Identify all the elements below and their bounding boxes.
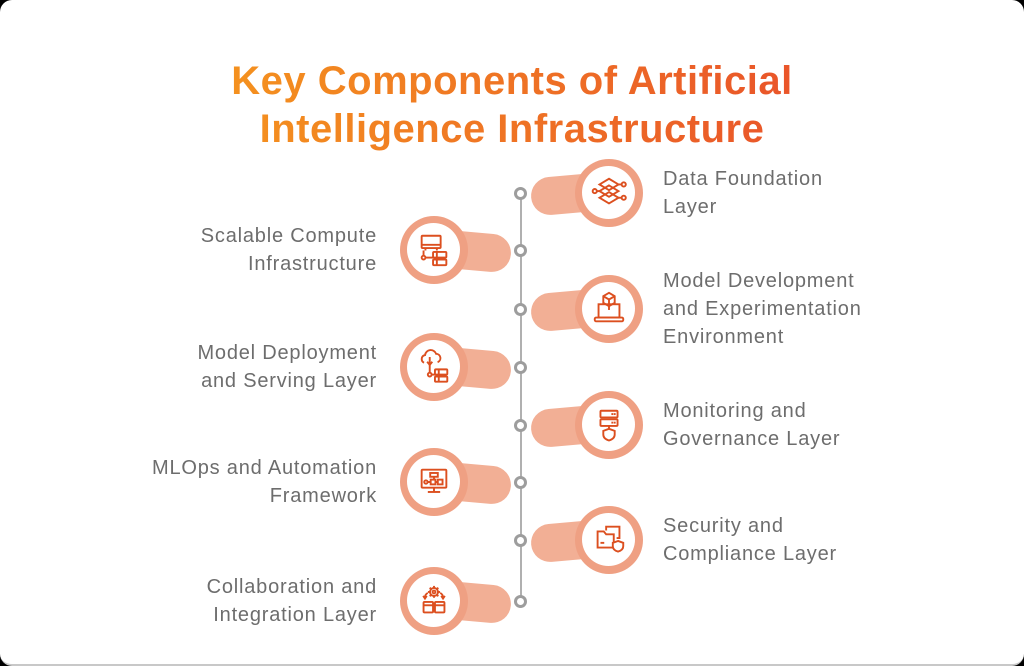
cloud-deploy-icon bbox=[420, 349, 449, 383]
timeline-dot bbox=[514, 595, 527, 608]
laptop-cube-icon bbox=[593, 291, 625, 323]
badge-disc bbox=[407, 223, 460, 276]
folder-shield-icon bbox=[596, 525, 625, 553]
server-shield-icon bbox=[599, 409, 619, 442]
data-layers-icon bbox=[591, 177, 627, 205]
timeline-dot bbox=[514, 419, 527, 432]
item-label: Monitoring and Governance Layer bbox=[663, 400, 841, 450]
badge-disc bbox=[407, 340, 460, 393]
item-label: Security and Compliance Layer bbox=[663, 515, 837, 565]
item-label: Data Foundation Layer bbox=[663, 168, 823, 218]
gear-windows-icon bbox=[422, 585, 446, 614]
timeline-dot bbox=[514, 534, 527, 547]
item-label: Scalable Compute Infrastructure bbox=[200, 225, 377, 275]
item-label: Model Development and Experimentation En… bbox=[663, 270, 862, 348]
badge-disc bbox=[582, 513, 635, 566]
timeline-dot bbox=[514, 187, 527, 200]
timeline-dot bbox=[514, 361, 527, 374]
badge-disc bbox=[582, 398, 635, 451]
monitor-flowchart-icon bbox=[420, 468, 448, 493]
timeline-line bbox=[520, 193, 522, 601]
badge-disc bbox=[407, 574, 460, 627]
timeline-dot bbox=[514, 476, 527, 489]
item-label: MLOps and Automation Framework bbox=[151, 457, 377, 507]
page-title: Key Components of Artificial Intelligenc… bbox=[0, 57, 1024, 153]
compute-servers-icon bbox=[420, 234, 448, 267]
item-label: Collaboration and Integration Layer bbox=[206, 576, 377, 626]
timeline-dot bbox=[514, 303, 527, 316]
timeline-dot bbox=[514, 244, 527, 257]
item-label: Model Deployment and Serving Layer bbox=[197, 342, 377, 392]
